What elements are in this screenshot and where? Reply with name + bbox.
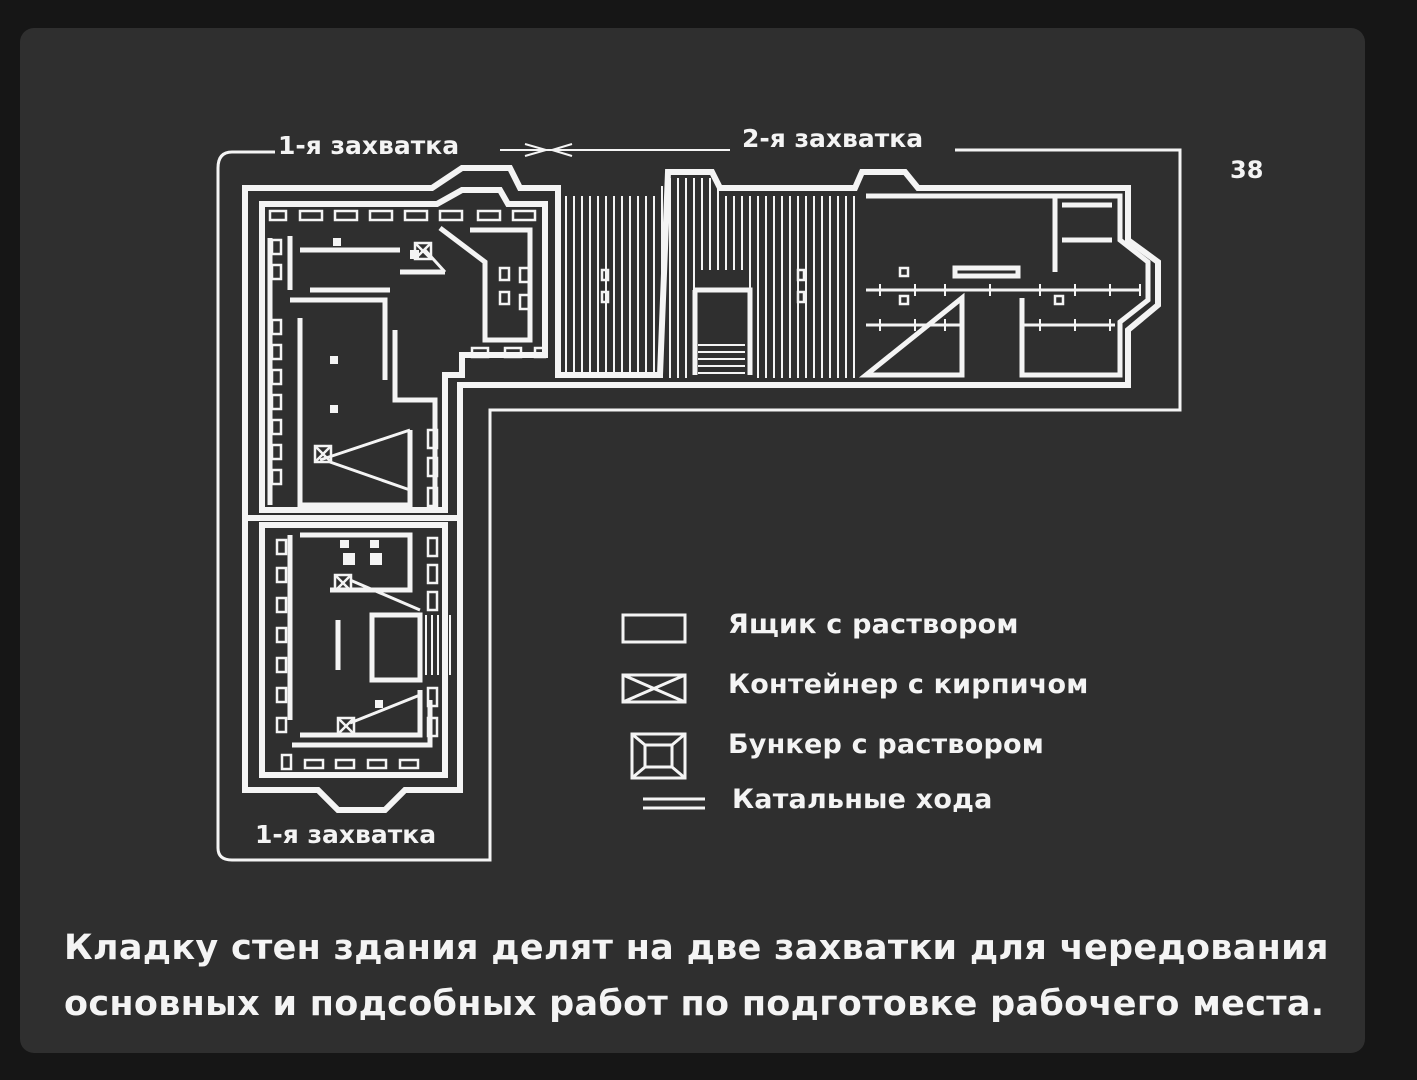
building-inner-wall [259, 187, 548, 513]
path-ticks [879, 284, 1141, 331]
wing-inner-wall [259, 522, 448, 778]
zone-divider-arrow-left [524, 143, 550, 157]
zone1-top-label: 1-я захватка [278, 131, 460, 160]
building-outer-wall [242, 165, 1161, 813]
zone-divider-arrow-right [548, 143, 573, 157]
brick-container-icon [621, 673, 687, 704]
brick-containers [313, 241, 433, 736]
legend-label-brick-container: Контейнер с кирпичом [728, 669, 1089, 700]
mortar-box-icon [621, 613, 687, 644]
caption-line-2: основных и подсобных работ по подготовке… [64, 984, 1325, 1024]
site-boundary [216, 148, 1182, 862]
caption-line-1: Кладку стен здания делят на две захватки… [64, 928, 1329, 968]
zone1-bottom-label: 1-я захватка [255, 820, 437, 849]
mortar-hopper-icon [630, 732, 687, 780]
mortar-boxes [268, 209, 1065, 771]
legend-label-mortar-hopper: Бункер с раствором [728, 729, 1044, 760]
slide-frame: 1-я захватка 2-я захватка 1-я захватка 3… [20, 28, 1365, 1053]
interior-partitions [267, 193, 1151, 748]
zone2-top-label: 2-я захватка [742, 124, 924, 153]
stair-hatching [425, 344, 745, 675]
legend-label-wheelbarrow-path: Катальные хода [732, 784, 993, 815]
wheelbarrow-path-icon [643, 797, 705, 810]
zone2-floor-hatching [565, 178, 855, 378]
building-plan-diagram [216, 143, 1182, 862]
slide-number: 38 [1230, 156, 1264, 184]
legend-label-mortar-box: Ящик с раствором [728, 609, 1019, 640]
